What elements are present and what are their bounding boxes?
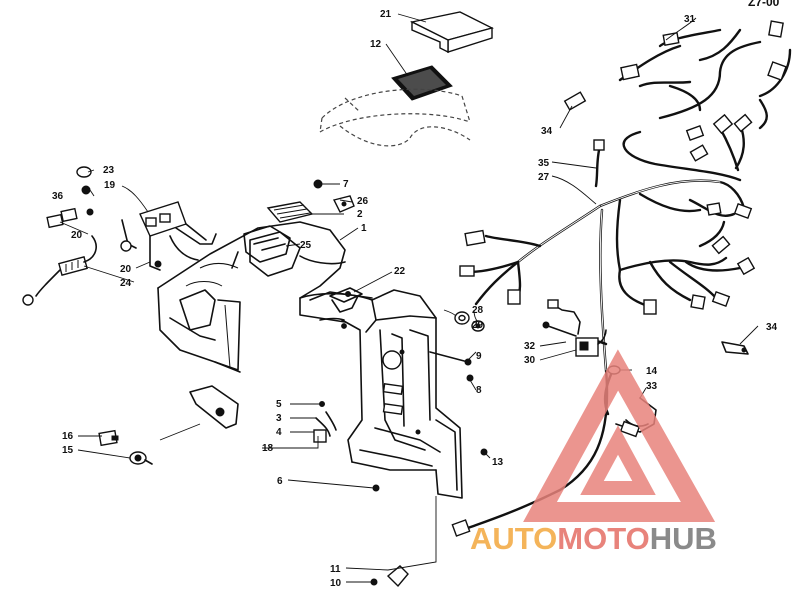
part-23-36-switch — [76, 166, 92, 195]
part-10-11-plate — [370, 565, 409, 588]
part-26-clip — [332, 195, 355, 213]
part-34-connector-right — [721, 341, 749, 355]
part-35-lead — [593, 139, 605, 188]
callout-26: 26 — [357, 196, 369, 207]
callout-20-lower: 20 — [120, 264, 132, 275]
part-16-switch — [98, 429, 119, 447]
callout-7-top: 7 — [343, 179, 349, 190]
callout-27: 27 — [538, 172, 550, 183]
callout-4: 4 — [276, 427, 282, 438]
part-8-9-screw — [429, 351, 474, 382]
callout-16: 16 — [62, 431, 74, 442]
part-15-knob — [129, 451, 153, 465]
watermark-hub: HUB — [650, 521, 717, 556]
callout-15: 15 — [62, 445, 74, 456]
callout-28: 28 — [472, 305, 484, 316]
part-2-strip — [266, 201, 314, 223]
corner-code: Z7-00 — [748, 0, 780, 9]
callout-8: 8 — [476, 385, 482, 396]
callout-32: 32 — [524, 341, 536, 352]
callout-21: 21 — [380, 9, 392, 20]
part-13-fastener — [480, 448, 488, 456]
leader-lines — [59, 13, 759, 583]
automotohub-watermark: AUTOMOTOHUB — [470, 349, 717, 556]
part-28-29-grommets — [454, 311, 485, 332]
part-24-connector — [22, 235, 97, 306]
part-27-main-harness — [451, 179, 756, 537]
callout-24: 24 — [120, 278, 132, 289]
watermark-auto: AUTO — [470, 521, 557, 556]
callout-34-top: 34 — [541, 126, 553, 137]
part-19-bracket — [121, 201, 217, 271]
callout-19: 19 — [104, 180, 116, 191]
part-30-bracket — [547, 299, 581, 335]
part-20-connector — [46, 207, 162, 268]
part-22-latch — [329, 287, 363, 303]
callout-23: 23 — [103, 165, 115, 176]
watermark-text: AUTOMOTOHUB — [470, 521, 717, 556]
callout-36: 36 — [52, 191, 64, 202]
part-18-bracket — [189, 385, 239, 429]
callout-29: 29 — [472, 320, 484, 331]
callout-10: 10 — [330, 578, 342, 589]
callout-33: 33 — [646, 381, 658, 392]
part-12-grille — [391, 65, 453, 101]
callout-13: 13 — [492, 457, 504, 468]
callout-1: 1 — [361, 223, 367, 234]
callout-31: 31 — [684, 14, 696, 25]
callout-20-upper: 20 — [71, 230, 83, 241]
part-31-upper-harness — [618, 20, 792, 182]
callout-11: 11 — [330, 564, 341, 575]
callout-34-right: 34 — [766, 322, 778, 333]
part-34-connector-top — [563, 91, 587, 111]
watermark-moto: MOTO — [557, 521, 649, 556]
callout-2: 2 — [357, 209, 363, 220]
callout-9: 9 — [476, 351, 482, 362]
callout-30: 30 — [524, 355, 536, 366]
callout-18: 18 — [262, 443, 274, 454]
callout-14: 14 — [646, 366, 658, 377]
part-25-bracket — [231, 225, 291, 269]
callout-25: 25 — [300, 240, 312, 251]
part-1-main-housing — [157, 221, 463, 499]
callout-numbers: 21 12 31 34 35 27 23 19 36 7 26 2 1 25 2… — [52, 9, 778, 589]
part-30-module — [575, 329, 607, 357]
part-32-bolt — [542, 321, 577, 337]
callout-12: 12 — [370, 39, 382, 50]
part-7-nut — [313, 179, 323, 189]
callout-3: 3 — [276, 413, 282, 424]
watermark-triangle-icon — [523, 349, 716, 522]
part-3-4-5-clip — [313, 401, 337, 443]
callout-5: 5 — [276, 399, 282, 410]
callout-35: 35 — [538, 158, 550, 169]
callout-22: 22 — [394, 266, 406, 277]
dashed-hood-outline — [319, 88, 471, 147]
part-21-cover — [409, 11, 494, 54]
callout-6: 6 — [277, 476, 283, 487]
